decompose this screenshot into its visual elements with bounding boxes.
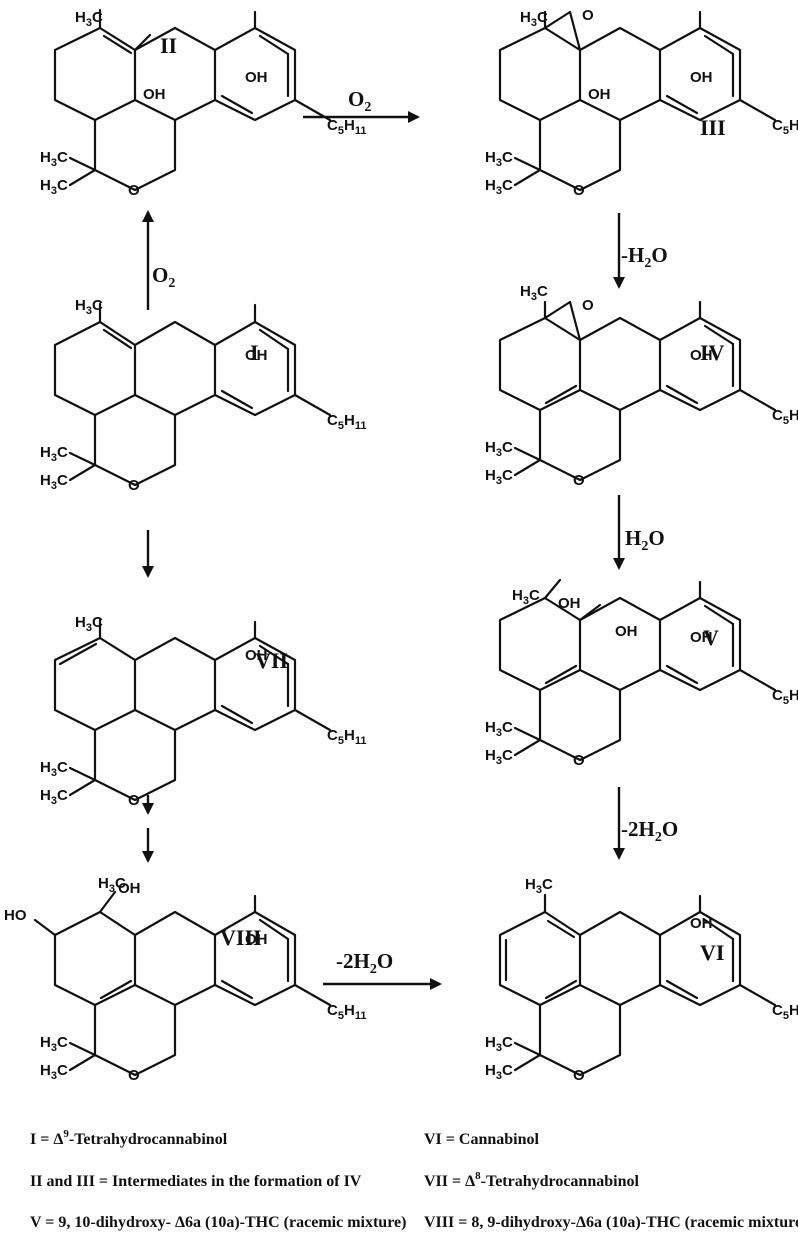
label-II: II (160, 33, 177, 58)
gem-methyl-label-IV-b: H3C (485, 467, 513, 487)
legend-VIII: VIII = 8, 9-dihydroxy-Δ6a (10a)-THC (rac… (424, 1214, 798, 1231)
arrow-label-o2-right: O2 (348, 87, 371, 115)
label-V: V (703, 625, 719, 650)
phenol-label-VI: OH (690, 915, 713, 932)
epoxide-oxygen-III: O (582, 7, 594, 24)
pentyl-label-III: C5H11 (772, 117, 798, 137)
methyl-label-VII: H3C (75, 614, 103, 634)
pentyl-label-VI: C5H11 (772, 1002, 798, 1022)
gem-methyl-label-VII-a: H3C (40, 759, 68, 779)
oxygen-label-III: O (573, 182, 585, 199)
compound-VII (53, 618, 332, 802)
hydroxyl-label-VIII-a: OH (118, 880, 141, 897)
phenol-label-II: OH (245, 69, 268, 86)
compound-VI (498, 893, 777, 1077)
oxygen-label-VII: O (128, 792, 140, 809)
gem-methyl-label-VIII-b: H3C (40, 1062, 68, 1082)
gem-methyl-label-IV-a: H3C (485, 439, 513, 459)
pentyl-label-V: C5H11 (772, 687, 798, 707)
hydroxyl-label-VIII-b: HO (4, 907, 27, 924)
legend-VI: VI = Cannabinol (424, 1131, 539, 1148)
atom-labels: H3COHOHOH3CH3CC5H11H3COHOHOH3CH3CC5H11H3… (4, 7, 798, 1084)
phenol-label-V: OH (690, 629, 713, 646)
phenol-label-I: OH (245, 347, 268, 364)
compound-III (498, 10, 777, 192)
pentyl-label-II: C5H11 (327, 117, 366, 137)
legend-I: I = Δ9-Tetrahydrocannabinol (30, 1128, 228, 1148)
pentyl-label-VII: C5H11 (327, 727, 366, 747)
hydroxyl-label-V-a: OH (558, 595, 581, 612)
label-III: III (700, 115, 726, 140)
phenol-label-III: OH (690, 69, 713, 86)
pentyl-label-IV: C5H11 (772, 407, 798, 427)
phenol-label-VII: OH (245, 647, 268, 664)
methyl-label-VI: H3C (525, 876, 553, 896)
compound-I (53, 302, 332, 487)
methyl-label-II: H3C (75, 9, 103, 29)
pentyl-label-I: C5H11 (327, 412, 366, 432)
gem-methyl-label-I-a: H3C (40, 444, 68, 464)
phenol-label-VIII: OH (245, 931, 268, 948)
label-IV: IV (700, 340, 725, 365)
methyl-label-I: H3C (75, 297, 103, 317)
arrow-label-h2o: H2O (625, 526, 665, 554)
phenol-label-IV: OH (690, 347, 713, 364)
methyl-label-III: H3C (520, 9, 548, 29)
epoxide-oxygen-IV: O (582, 297, 594, 314)
oxygen-label-VIII: O (128, 1067, 140, 1084)
gem-methyl-label-III-b: H3C (485, 177, 513, 197)
compound-V (498, 578, 777, 762)
legend-II-III: II and III = Intermediates in the format… (30, 1173, 362, 1190)
hydroxyl-label-V-b: OH (615, 623, 638, 640)
label-I: I (250, 340, 259, 365)
gem-methyl-label-I-b: H3C (40, 472, 68, 492)
hydroxyl-label-III: OH (588, 86, 611, 103)
label-VI: VI (700, 940, 724, 965)
legend-VII: VII = Δ8-Tetrahydrocannabinol (424, 1170, 639, 1190)
gem-methyl-label-VII-b: H3C (40, 787, 68, 807)
pentyl-label-VIII: C5H11 (327, 1002, 366, 1022)
gem-methyl-label-VI-a: H3C (485, 1034, 513, 1054)
hydroxyl-label-II: OH (143, 86, 166, 103)
oxygen-label-II: O (128, 182, 140, 199)
compound-II (53, 8, 332, 192)
oxygen-label-I: O (128, 477, 140, 494)
methyl-label-V: H3C (512, 587, 540, 607)
gem-methyl-label-II-a: H3C (40, 149, 68, 169)
oxygen-label-V: O (573, 752, 585, 769)
compound-VIII (33, 890, 332, 1077)
methyl-label-IV: H3C (520, 283, 548, 303)
legend-V: V = 9, 10-dihydroxy- Δ6a (10a)-THC (race… (30, 1214, 406, 1231)
gem-methyl-label-II-b: H3C (40, 177, 68, 197)
gem-methyl-label-V-a: H3C (485, 719, 513, 739)
label-VII: VII (255, 648, 288, 673)
gem-methyl-label-V-b: H3C (485, 747, 513, 767)
arrow-label-minus-2h2o-h: -2H2O (336, 949, 393, 977)
oxygen-label-IV: O (573, 472, 585, 489)
compound-IV (498, 300, 777, 482)
gem-methyl-label-VIII-a: H3C (40, 1034, 68, 1054)
oxygen-label-VI: O (573, 1067, 585, 1084)
gem-methyl-label-III-a: H3C (485, 149, 513, 169)
arrow-label-o2-up: O2 (152, 263, 175, 291)
label-VIII: VIII (220, 925, 262, 950)
gem-methyl-label-VI-b: H3C (485, 1062, 513, 1082)
methyl-label-VIII: H3C (98, 875, 126, 895)
arrow-label-minus-2h2o-v: -2H2O (621, 817, 678, 845)
arrow-label-minus-h2o: -H2O (621, 243, 668, 271)
